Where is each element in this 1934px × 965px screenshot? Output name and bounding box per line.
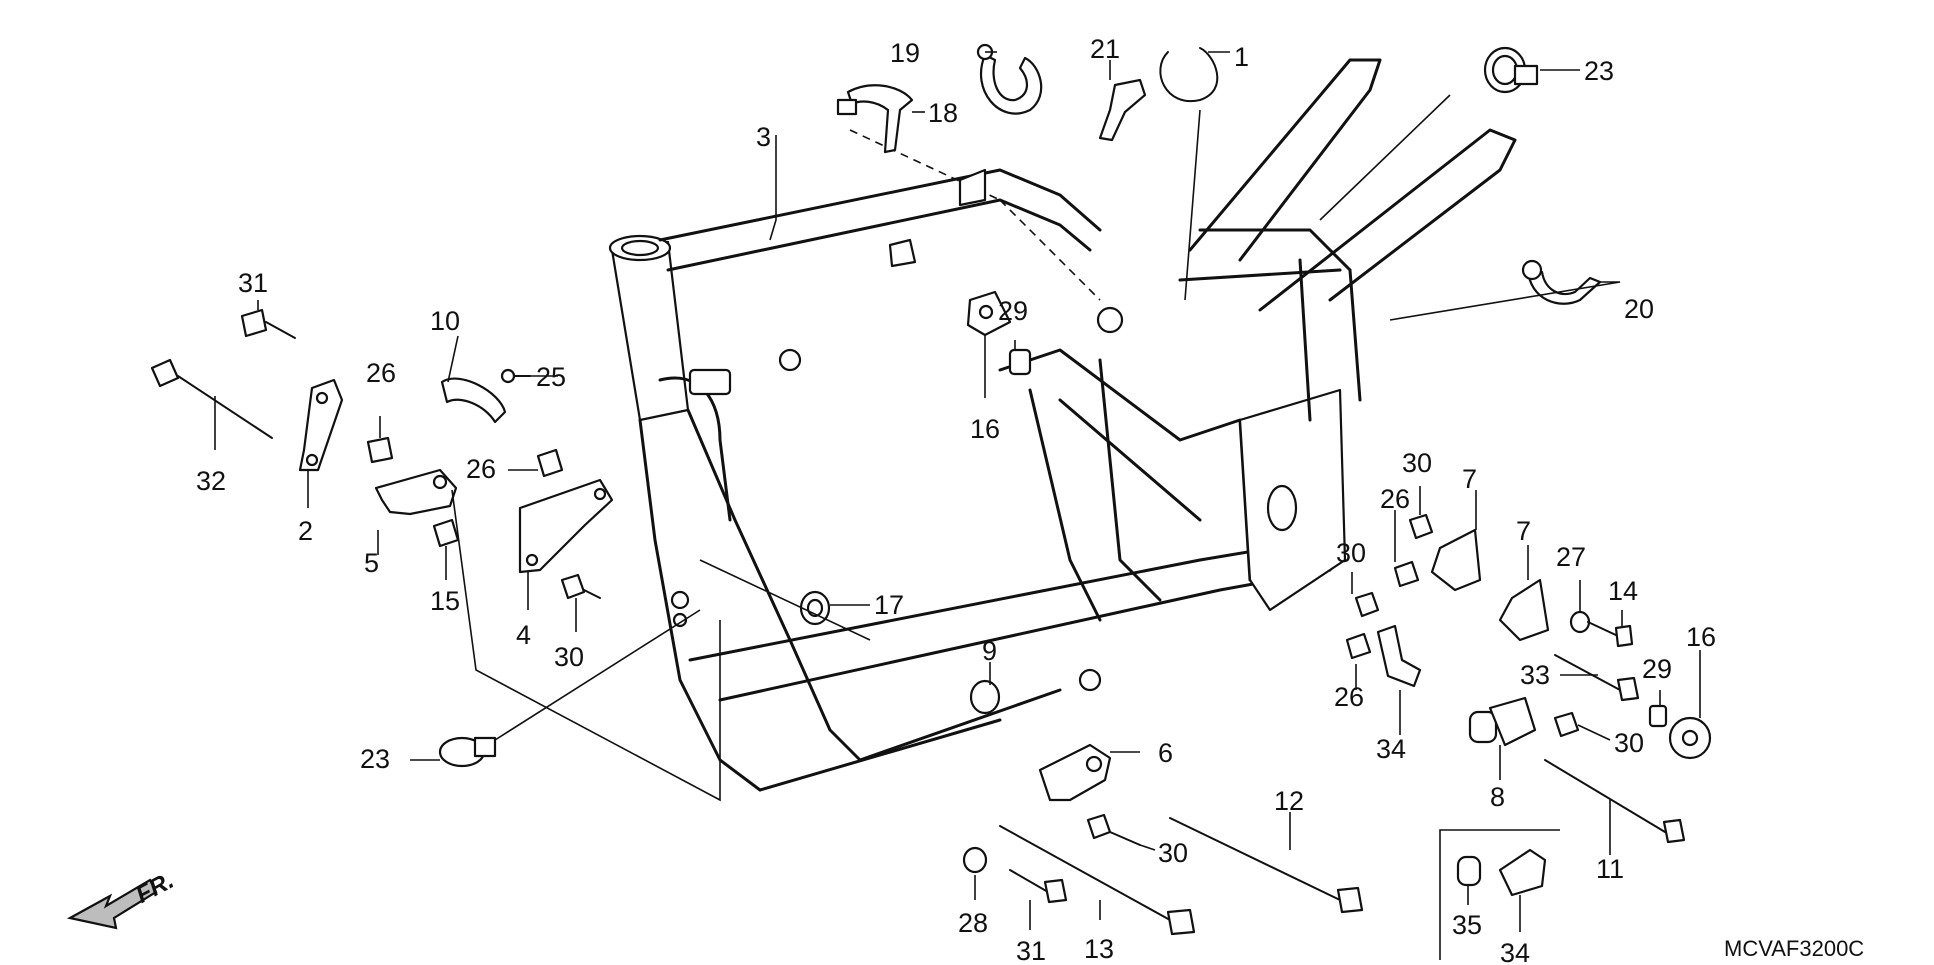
callout-30a: 30 — [554, 642, 584, 672]
callout-28: 28 — [958, 908, 988, 938]
main-frame — [608, 58, 1517, 792]
callout-25: 25 — [536, 362, 566, 392]
callout-13: 13 — [1084, 934, 1114, 964]
callout-23b: 23 — [360, 744, 390, 774]
callout-labels: 1 2 3 4 5 6 7 7 8 9 10 11 12 13 14 15 16… — [196, 34, 1716, 965]
loose-parts — [66, 43, 1712, 960]
callout-3: 3 — [756, 122, 771, 152]
callout-30d: 30 — [1336, 538, 1366, 568]
callout-7b: 7 — [1516, 516, 1531, 546]
callout-12: 12 — [1274, 786, 1304, 816]
callout-34b: 34 — [1500, 938, 1530, 965]
callout-11: 11 — [1596, 854, 1624, 884]
callout-34a: 34 — [1376, 734, 1406, 764]
callout-33: 33 — [1520, 660, 1550, 690]
callout-26a: 26 — [366, 358, 396, 388]
callout-20: 20 — [1624, 294, 1654, 324]
callout-26c: 26 — [1380, 484, 1410, 514]
callout-26b: 26 — [466, 454, 496, 484]
callout-30e: 30 — [1614, 728, 1644, 758]
callout-15: 15 — [430, 586, 460, 616]
callout-19: 19 — [890, 38, 920, 68]
callout-29a: 29 — [998, 296, 1028, 326]
callout-14: 14 — [1608, 576, 1638, 606]
callout-35: 35 — [1452, 910, 1482, 940]
callout-18: 18 — [928, 98, 958, 128]
callout-16a: 16 — [970, 414, 1000, 444]
callout-4: 4 — [516, 620, 531, 650]
callout-27: 27 — [1556, 542, 1586, 572]
callout-31b: 31 — [1016, 936, 1046, 965]
callout-7a: 7 — [1462, 464, 1477, 494]
callout-16b: 16 — [1686, 622, 1716, 652]
callout-5: 5 — [364, 548, 379, 578]
callout-31a: 31 — [238, 268, 268, 298]
callout-10: 10 — [430, 306, 460, 336]
callout-2: 2 — [298, 516, 313, 546]
callout-26d: 26 — [1334, 682, 1364, 712]
callout-17: 17 — [874, 590, 904, 620]
callout-6: 6 — [1158, 738, 1173, 768]
callout-32: 32 — [196, 466, 226, 496]
callout-30b: 30 — [1158, 838, 1188, 868]
callout-23a: 23 — [1584, 56, 1614, 86]
callout-9: 9 — [982, 636, 997, 666]
callout-8: 8 — [1490, 782, 1505, 812]
leader-lines — [214, 51, 1701, 932]
callout-21: 21 — [1090, 34, 1120, 64]
callout-30c: 30 — [1402, 448, 1432, 478]
diagram-part-code: MCVAF3200C — [1724, 936, 1864, 961]
callout-1: 1 — [1234, 42, 1249, 72]
callout-29b: 29 — [1642, 654, 1672, 684]
